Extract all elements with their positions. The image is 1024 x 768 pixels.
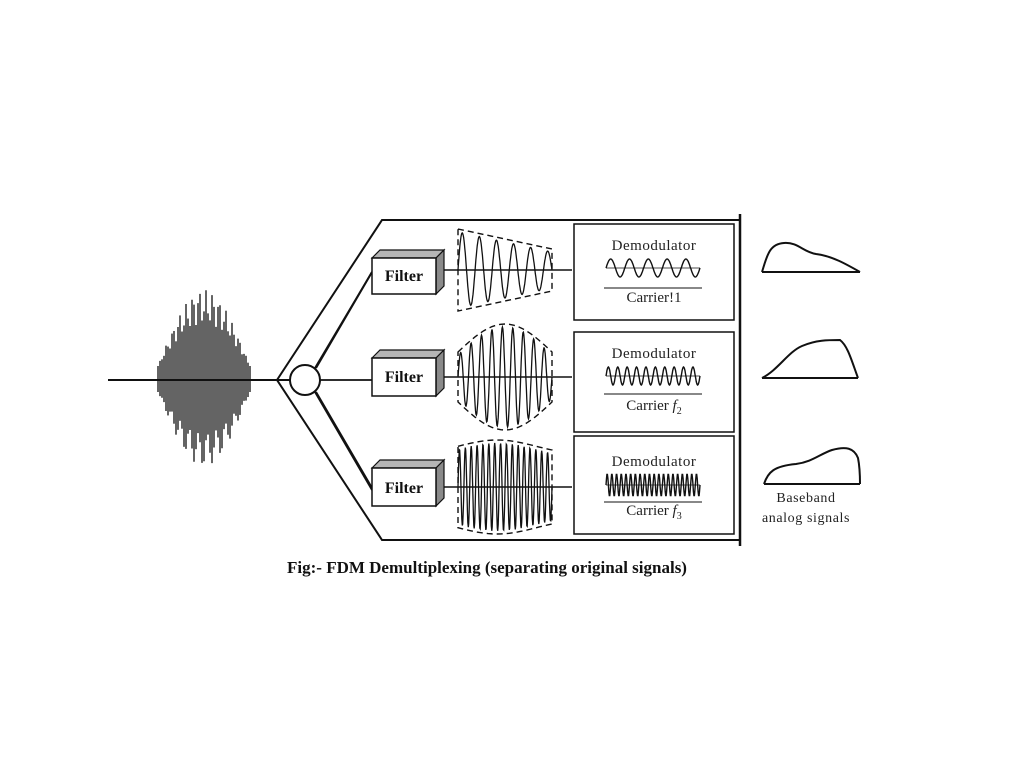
filtered-signal-3 (457, 439, 553, 535)
filter-box-2: Filter (370, 348, 446, 398)
carrier-label-3: Carrier f3 (626, 503, 681, 522)
filtered-signal-1 (457, 228, 553, 312)
baseband-signal-3 (763, 447, 861, 485)
composite-fdm-signal (157, 290, 251, 464)
filter-label-3: Filter (385, 480, 423, 497)
demodulator-label-3: Demodulator (612, 454, 697, 470)
carrier-label-2: Carrier f2 (626, 398, 681, 417)
baseband-signal-1 (761, 241, 861, 273)
filter-box-3: Filter (370, 458, 446, 508)
carrier-label-1: Carrier!1 (627, 290, 682, 306)
baseband-label-line1: Baseband (776, 491, 835, 506)
baseband-signal-2 (761, 338, 859, 379)
branch-lines (314, 271, 373, 491)
demodulator-box-2 (573, 331, 735, 433)
carrier-wave-1 (605, 258, 701, 278)
filter-box-1: Filter (370, 248, 446, 296)
filter-label-1: Filter (385, 268, 423, 285)
filter-label-2: Filter (385, 369, 423, 386)
channel-1: Filter Demodulator Carrier!1 (370, 223, 861, 321)
channel-3: Filter Demodulator Carrier f3 (370, 435, 861, 535)
carrier-wave-3 (605, 473, 701, 497)
baseband-label-line2: analog signals (762, 511, 850, 526)
filtered-signal-2 (457, 323, 553, 431)
demodulator-label-2: Demodulator (612, 346, 697, 362)
demodulator-label-1: Demodulator (612, 238, 697, 254)
channel-2: Filter Demodulator Carrier f2 (370, 323, 859, 433)
splitter-node (289, 364, 321, 396)
figure-caption: Fig:- FDM Demultiplexing (separating ori… (287, 558, 687, 577)
carrier-wave-2 (605, 366, 701, 386)
